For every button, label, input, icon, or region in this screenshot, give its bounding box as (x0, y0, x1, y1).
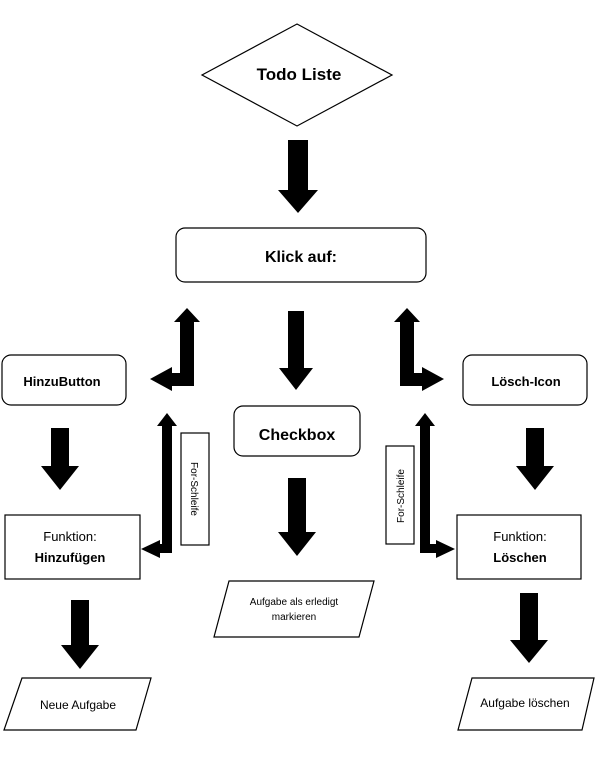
hinzubutton-label: HinzuButton (23, 374, 100, 389)
hinzubutton-node (1, 354, 127, 406)
result-delete-task-label: Aufgabe löschen (480, 696, 569, 710)
function-add-node (4, 514, 141, 580)
arrow-click-to-loesch-icon (394, 308, 444, 391)
checkbox-node (233, 405, 361, 457)
start-node-label: Todo Liste (257, 65, 342, 84)
function-delete-name: Löschen (493, 550, 547, 565)
start-decision-node (200, 23, 394, 127)
loop-arrow-left (141, 413, 177, 558)
result-mark-done-node (213, 580, 375, 638)
checkbox-label: Checkbox (259, 427, 336, 444)
arrow-start-to-click (278, 140, 318, 213)
arrow-hinzubutton-to-click (150, 308, 200, 391)
function-delete-node (456, 514, 582, 580)
function-delete-caption: Funktion: (493, 529, 546, 544)
result-delete-task-node (457, 677, 595, 731)
arrow-click-to-checkbox (279, 311, 313, 390)
loesch-icon-node (462, 354, 588, 406)
result-new-task-label: Neue Aufgabe (40, 698, 116, 712)
loop-label-right: For-Schleife (396, 469, 407, 523)
arrow-function-add-to-result (61, 600, 99, 669)
function-add-caption: Funktion: (43, 529, 96, 544)
function-add-name: Hinzufügen (35, 550, 106, 565)
result-mark-done-line2: markieren (272, 612, 316, 623)
loop-label-left: For-Schleife (188, 462, 199, 516)
click-node-label: Klick auf: (265, 249, 337, 266)
loop-arrow-right (415, 413, 455, 558)
arrow-loesch-icon-to-function (516, 428, 554, 490)
arrow-hinzubutton-to-function (41, 428, 79, 490)
loesch-icon-label: Lösch-Icon (491, 374, 560, 389)
arrow-function-delete-to-result (510, 593, 548, 663)
result-mark-done-line1: Aufgabe als erledigt (250, 597, 339, 608)
loop-label-left-box (180, 432, 210, 546)
arrow-checkbox-to-result (278, 478, 316, 556)
result-new-task-node (3, 677, 152, 731)
click-node (175, 227, 427, 283)
loop-label-right-box (385, 445, 415, 545)
